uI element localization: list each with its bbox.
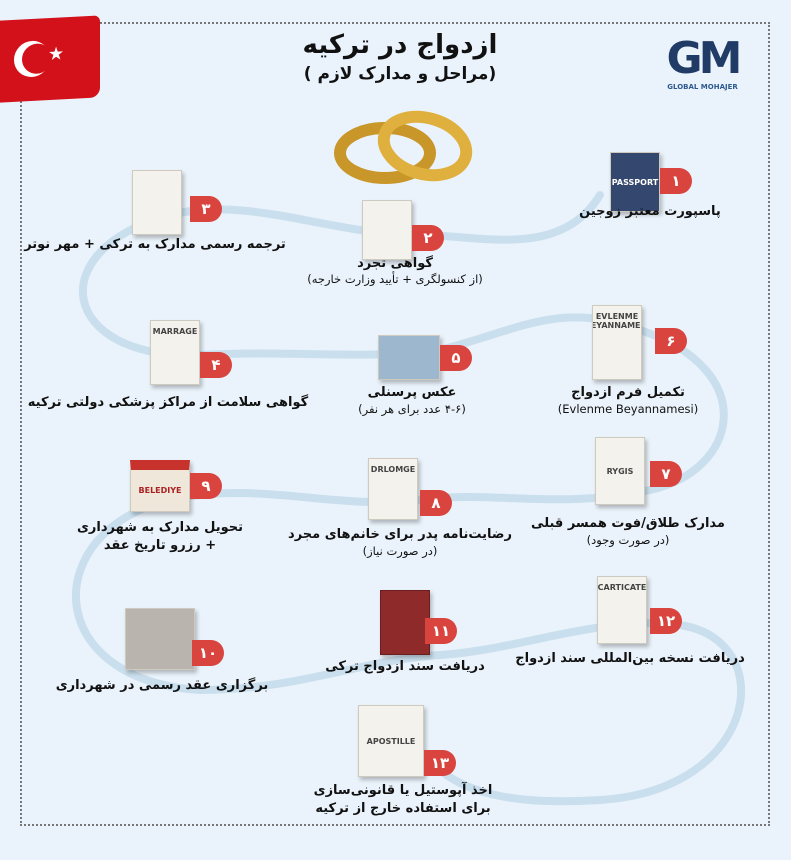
step-label-11: دریافت سند ازدواج ترکی (325, 659, 485, 674)
passport-icon: PASSPORT (610, 152, 660, 212)
step-label-7: مدارک طلاق/فوت همسر قبلی (531, 516, 725, 531)
certificate-icon (362, 200, 412, 260)
step-badge-10: ۱۰ (192, 640, 224, 666)
step-sub-5: (۴-۶ عدد برای هر نفر) (358, 402, 466, 416)
step-sub-8: (در صورت نیاز) (362, 544, 438, 558)
municipality-icon: BELEDIYE (130, 460, 190, 512)
wedding-rings-icon (334, 110, 473, 184)
step-label-4: گواهی سلامت از مراکز پزشکی دولتی ترکیه (27, 395, 309, 410)
step-label-8: رضایت‌نامه پدر برای خانم‌های مجرد (288, 527, 512, 542)
step-label-2: گواهی تجرد (357, 256, 433, 271)
photos-icon (378, 335, 440, 380)
step-label-6: تکمیل فرم ازدواج (571, 385, 685, 400)
step-label-9: تحویل مدارک به شهرداری (76, 520, 244, 535)
approved-document-icon: DRLOMGE (368, 458, 418, 520)
document-icon: RYGIS (595, 437, 645, 505)
step-label-10: برگزاری عقد رسمی در شهرداری (55, 678, 269, 693)
step-badge-6: ۶ (655, 328, 687, 354)
step-badge-1: ۱ (660, 168, 692, 194)
step-label-1: پاسپورت معتبر زوجین (579, 204, 721, 219)
step-badge-5: ۵ (440, 345, 472, 371)
certificate-icon: CARTICATE (597, 576, 647, 644)
courthouse-icon (125, 608, 195, 670)
step-badge-8: ۸ (420, 490, 452, 516)
page-title: ازدواج در ترکیه (302, 30, 498, 60)
step-sub-6: (Evlenme Beyannamesi) (557, 402, 699, 416)
step-badge-9: ۹ (190, 473, 222, 499)
step-badge-12: ۱۲ (650, 608, 682, 634)
dotted-frame (20, 22, 770, 826)
step-sub-7: (در صورت وجود) (586, 533, 670, 547)
step-badge-11: ۱۱ (425, 618, 457, 644)
marriage-book-icon (380, 590, 430, 655)
turkey-flag: ★ (0, 15, 100, 103)
form-icon: EVLENME BEYANNAMESI (592, 305, 642, 380)
step-badge-4: ۴ (200, 352, 232, 378)
step-sub-2: (از کنسولگری + تأیید وزارت خارجه) (307, 272, 483, 286)
page-subtitle: ( مراحل و مدارک لازم) (303, 64, 497, 84)
form-icon: MARRAGE (150, 320, 200, 385)
step-badge-13: ۱۳ (424, 750, 456, 776)
step-label-5: عکس پرسنلی (367, 385, 457, 400)
step-label-13: اخذ آپوستیل یا قانونی‌سازی (313, 783, 493, 798)
step-sub-9: + رزرو تاریخ عقد (103, 538, 217, 553)
step-badge-3: ۳ (190, 196, 222, 222)
step-label-3: ترجمه رسمی مدارک به ترکی + مهر نوتر (24, 237, 286, 252)
documents-icon (132, 170, 182, 235)
step-badge-2: ۲ (412, 225, 444, 251)
apostille-icon: APOSTILLE (358, 705, 424, 777)
step-sub-13: برای استفاده خارج از ترکیه (315, 801, 491, 816)
step-badge-7: ۷ (650, 461, 682, 487)
step-label-12: دریافت نسخه بین‌المللی سند ازدواج (515, 651, 745, 666)
